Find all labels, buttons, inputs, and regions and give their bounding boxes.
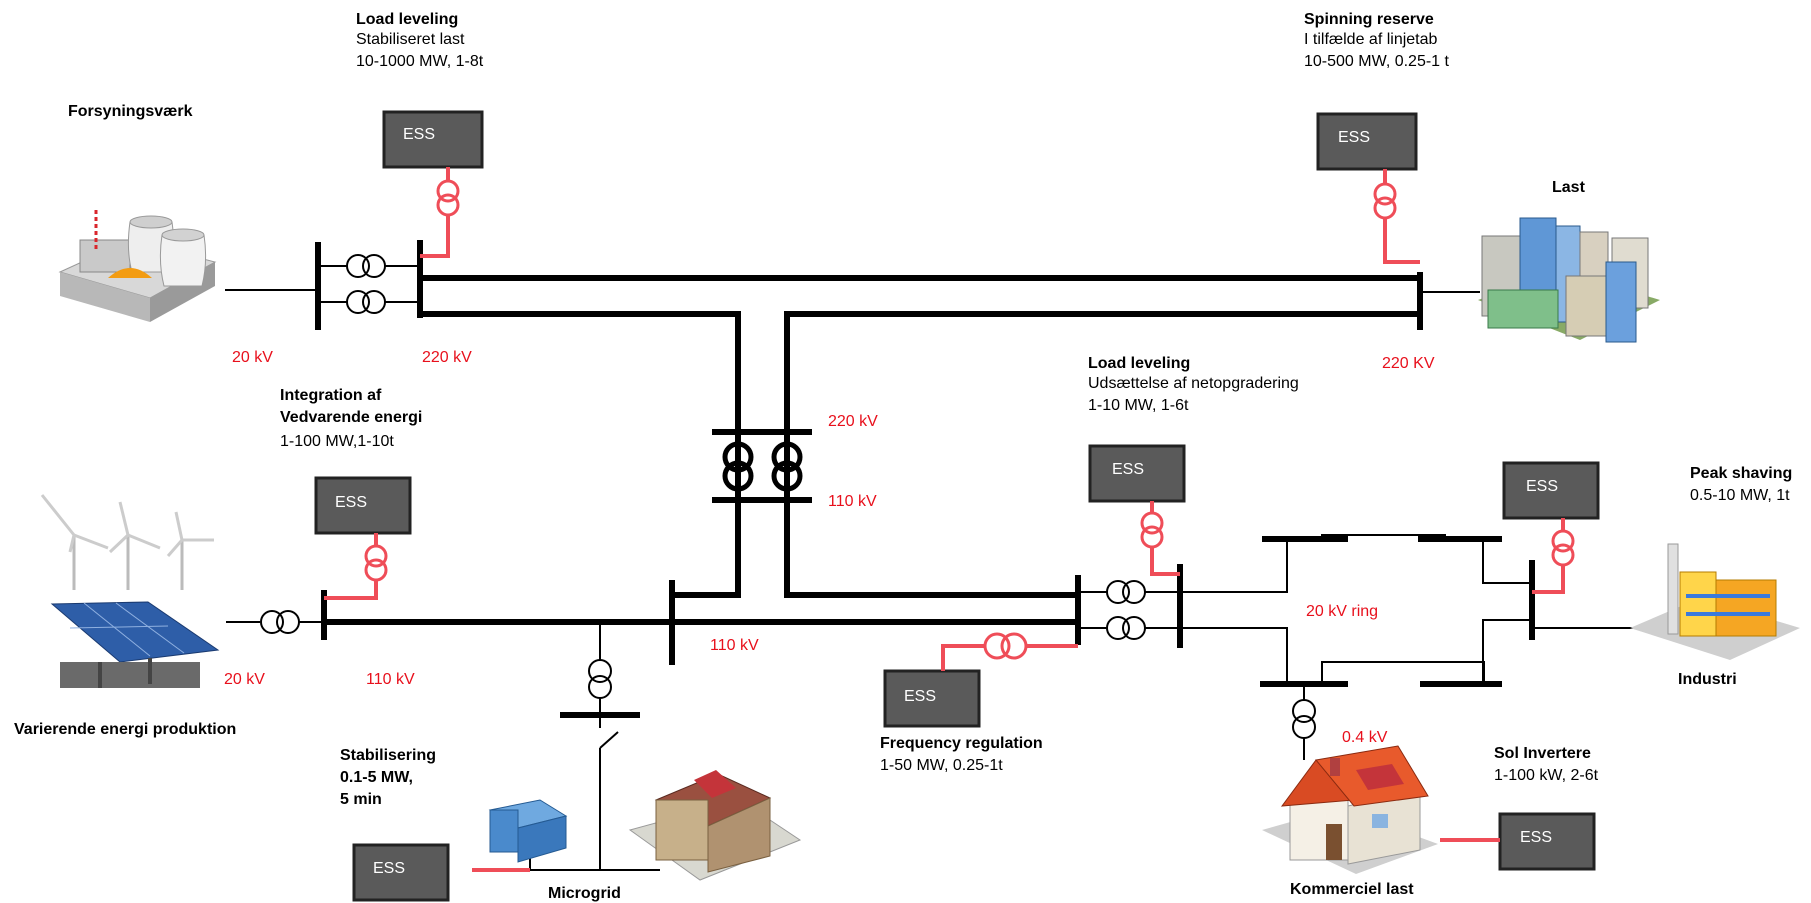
line-220kv-lower-left — [420, 311, 741, 498]
line-110kv-right-down — [784, 500, 1078, 598]
voltage-20kv-ring: 20 kV ring — [1306, 603, 1378, 620]
transformer-ess-load-leveling-mid — [1140, 501, 1180, 576]
ess-box-stabilisering — [352, 843, 450, 902]
voltage-220kv-top-right: 220 KV — [1382, 355, 1435, 372]
kommerciel-title: Kommerciel last — [1290, 881, 1414, 898]
ess-box-frequency-regulation — [883, 669, 981, 728]
transformer-commercial — [1292, 684, 1316, 760]
solar-panel-illustration — [50, 601, 220, 688]
stabilisering-line2: 0.1-5 MW, — [340, 769, 413, 786]
load-leveling-top-line1: Stabiliseret last — [356, 31, 465, 48]
commercial-house-illustration — [1262, 745, 1438, 874]
power-plant-illustration — [58, 210, 217, 322]
transformer-ess-top-left — [420, 167, 460, 258]
stabilisering-line3: 5 min — [340, 791, 382, 808]
ess-box-load-leveling-mid — [1088, 444, 1186, 503]
spinning-reserve-line2: 10-500 MW, 0.25-1 t — [1304, 53, 1450, 70]
load-leveling-top-title: Load leveling — [356, 11, 458, 28]
integration-title1: Integration af — [280, 387, 382, 404]
peak-shaving-line1: 0.5-10 MW, 1t — [1690, 487, 1790, 504]
sol-title: Sol Invertere — [1494, 745, 1591, 762]
frequency-line1: 1-50 MW, 0.25-1t — [880, 757, 1003, 774]
microgrid-illustration — [488, 770, 802, 881]
ess-box-integration — [314, 476, 412, 535]
ess-label: ESS — [373, 860, 405, 877]
stabilisering-line1: Stabilisering — [340, 747, 436, 764]
voltage-220kv-mid: 220 kV — [828, 413, 878, 430]
transformer-ess-frequency — [941, 632, 1078, 671]
integration-title2: Vedvarende energi — [280, 409, 422, 426]
peak-shaving-title: Peak shaving — [1690, 465, 1792, 482]
load-leveling-mid-line1: Udsættelse af netopgradering — [1088, 375, 1299, 392]
spinning-reserve-title: Spinning reserve — [1304, 11, 1434, 28]
spinning-reserve-line1: I tilfælde af linjetab — [1304, 31, 1438, 48]
industry-illustration — [1630, 543, 1800, 660]
ess-label: ESS — [1338, 129, 1370, 146]
transformer-microgrid — [588, 621, 672, 714]
load-leveling-mid-line2: 1-10 MW, 1-6t — [1088, 397, 1189, 414]
transformer-renewable — [226, 610, 324, 634]
ess-box-load-leveling-top — [382, 110, 484, 169]
ess-label: ESS — [904, 688, 936, 705]
microgrid-title: Microgrid — [548, 885, 621, 902]
voltage-04kv: 0.4 kV — [1342, 729, 1388, 746]
forsyning-title: Forsyningsværk — [68, 103, 193, 120]
transformer-ring-feed — [1078, 580, 1180, 640]
industri-title: Industri — [1678, 671, 1737, 688]
transformer-ess-integration — [324, 533, 388, 600]
voltage-20kv-top: 20 kV — [232, 349, 273, 366]
transformer-ess-peak-shaving — [1532, 518, 1575, 594]
voltage-220kv-top-left: 220 kV — [422, 349, 472, 366]
voltage-110kv-mid: 110 kV — [828, 493, 877, 510]
line-110kv-left-down — [672, 500, 741, 598]
microgrid-switch — [529, 715, 660, 871]
load-leveling-mid-title: Load leveling — [1088, 355, 1190, 372]
ess-box-peak-shaving — [1502, 461, 1600, 520]
voltage-20kv-left: 20 kV — [224, 671, 265, 688]
ess-label: ESS — [1526, 478, 1558, 495]
ess-label: ESS — [1520, 829, 1552, 846]
ess-label: ESS — [403, 126, 435, 143]
sol-line1: 1-100 kW, 2-6t — [1494, 767, 1599, 784]
city-buildings-illustration — [1478, 217, 1660, 343]
transformer-ess-top-right — [1373, 169, 1420, 264]
integration-line1: 1-100 MW,1-10t — [280, 433, 394, 450]
voltage-110kv-center: 110 kV — [710, 637, 759, 654]
line-220kv-lower-right — [784, 311, 1420, 498]
last-title: Last — [1552, 179, 1586, 196]
ess-box-spinning-reserve — [1316, 112, 1418, 171]
transformer-220-110kv — [722, 441, 803, 492]
wind-turbine-illustration — [40, 494, 214, 590]
ess-label: ESS — [1112, 461, 1144, 478]
varierende-title: Varierende energi produktion — [14, 721, 236, 738]
ess-label: ESS — [335, 494, 367, 511]
transformer-plant-220kv — [318, 254, 420, 314]
load-leveling-top-line2: 10-1000 MW, 1-8t — [356, 53, 484, 70]
frequency-title: Frequency regulation — [880, 735, 1043, 752]
ring-20kv — [1180, 534, 1530, 687]
voltage-110kv-left: 110 kV — [366, 671, 415, 688]
